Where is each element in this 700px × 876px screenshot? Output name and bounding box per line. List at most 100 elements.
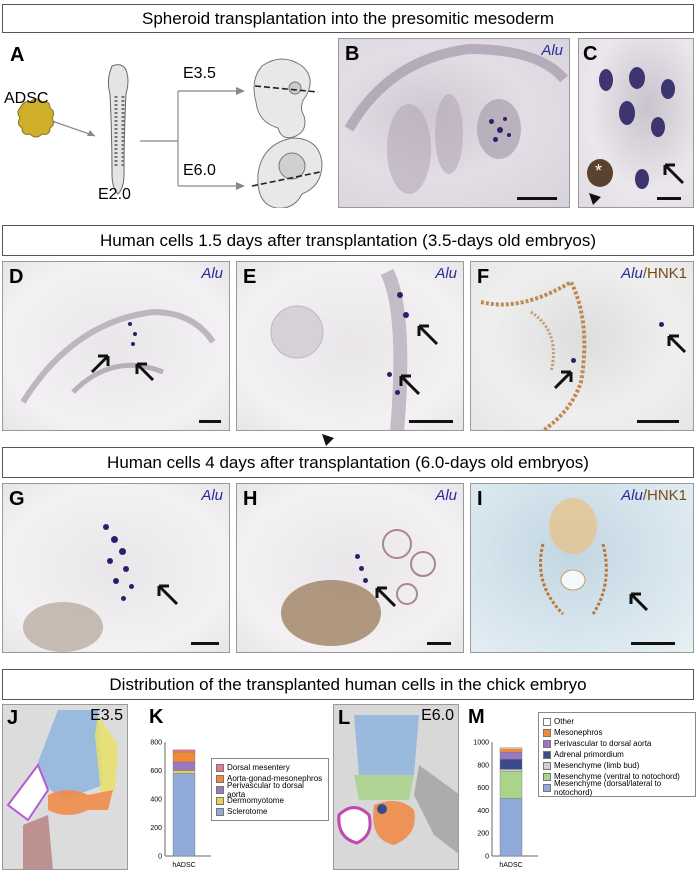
y-tick-label: 1000 [473,740,489,747]
y-tick-label: 200 [150,825,162,832]
bar-segment [499,747,523,750]
legend-label: Aorta-gonad-mesonephros [227,774,323,783]
legend-entry: Dorsal mesentery [216,762,324,773]
tissue-section [344,43,568,194]
y-tick-label: 600 [477,785,489,792]
legend-swatch [216,807,224,816]
panel-letter-c: C [583,43,598,65]
arrow-icon [553,370,573,390]
alu-stain-label: Alu [201,487,223,504]
legend-entry: Sclerotome [216,806,324,817]
panel-letter-e: E [243,266,257,288]
tissue-section [382,529,436,605]
panel-letter-g: G [9,488,25,510]
legend-swatch [216,774,224,783]
panel-letter-j: J [7,707,19,729]
legend-swatch [543,750,551,759]
alu-stain-label: Alu [201,265,223,282]
y-tick-label: 400 [150,797,162,804]
tissue-section [270,268,408,430]
arrow-icon [663,163,685,185]
legend-entry: Dermomyotome [216,795,324,806]
legend-label: Adrenal primordium [554,750,624,759]
legend-swatch [216,796,224,805]
y-tick-label: 400 [477,808,489,815]
bar-segment [172,770,196,774]
y-tick-label: 800 [477,762,489,769]
legend-swatch [543,761,551,770]
panel-g-micrograph: G Alu [2,483,230,653]
legend-entry: Aorta-gonad-mesonephros [216,773,324,784]
panel-d-micrograph: D Alu [2,261,230,431]
panel-a-schematic: A ADSC E2.0 E3.5 E6.0 [0,36,330,208]
legend-label: Dorsal mesentery [227,763,290,772]
e3-5-embryo-icon [253,58,311,139]
legend-entry: Perivascular to dorsal aorta [216,781,324,799]
e3-5-label: E3.5 [183,65,216,82]
legend-swatch [216,785,224,794]
bar-segment [172,751,196,763]
panel-f-micrograph: F Alu/HNK1 [470,261,694,431]
y-tick-label: 0 [485,854,489,861]
adsc-label: ADSC [4,90,49,107]
y-tick-label: 0 [158,854,162,861]
legend-label: Mesonephros [554,728,603,737]
panel-letter-i: I [477,488,483,510]
scale-bar [191,642,219,645]
alu-hnk1-stain-label: Alu/HNK1 [621,487,687,504]
section-title-top: Spheroid transplantation into the presom… [2,4,694,33]
arrow-icon [90,354,110,374]
legend-entry: Mesonephros [543,727,691,738]
scale-bar [517,197,557,200]
bar-segment [499,752,523,760]
x-tick-label: hADSC [172,862,195,869]
bar-segment [172,749,196,753]
legend-swatch [543,783,551,792]
region-map [6,710,118,869]
panel-c-micrograph: C * [578,38,694,208]
map-stage-label: E3.5 [90,707,123,724]
y-tick-label: 200 [477,831,489,838]
panel-letter-f: F [477,266,490,288]
arrow-icon [629,592,649,612]
section-title-lower: Human cells 4 days after transplantation… [2,447,694,478]
bar-segment [499,798,523,857]
scale-bar [199,420,221,423]
arrow-icon [375,586,397,608]
arrow-icon [135,362,155,382]
legend-entry: Perivascular to dorsal aorta [543,738,691,749]
arrow-icon [157,584,179,606]
section-title-bottom: Distribution of the transplanted human c… [2,669,694,700]
panel-letter-l: L [338,707,351,729]
y-tick-label: 600 [150,768,162,775]
legend-label: Other [554,717,575,726]
scale-bar [631,642,675,645]
scale-bar [427,642,451,645]
legend-swatch [543,772,551,781]
bar-segment [499,771,523,799]
bar-segment [172,761,196,771]
legend-label: Perivascular to dorsal aorta [227,780,304,799]
panel-letter-d: D [9,266,24,288]
arrowhead-icon [589,193,601,205]
legend-label: Sclerotome [227,807,268,816]
legend-entry: Mesenchyme (ventral to notochord) [543,771,691,782]
map-stage-label: E6.0 [421,707,454,724]
hnk1-staining [480,279,587,430]
bar-segment [499,748,523,753]
section-title-middle: Human cells 1.5 days after transplantati… [2,225,694,256]
legend-label: Dermomyotome [227,796,284,805]
scale-bar [409,420,453,423]
legend-entry: Other [543,716,691,727]
panel-b-micrograph: B Alu [338,38,570,208]
e2-embryo-icon [107,64,129,195]
panel-l-map: L E6.0 [333,704,459,870]
scale-bar [657,197,681,200]
legend-label: Perivascular to dorsal aorta [554,739,652,748]
legend-swatch [543,717,551,726]
